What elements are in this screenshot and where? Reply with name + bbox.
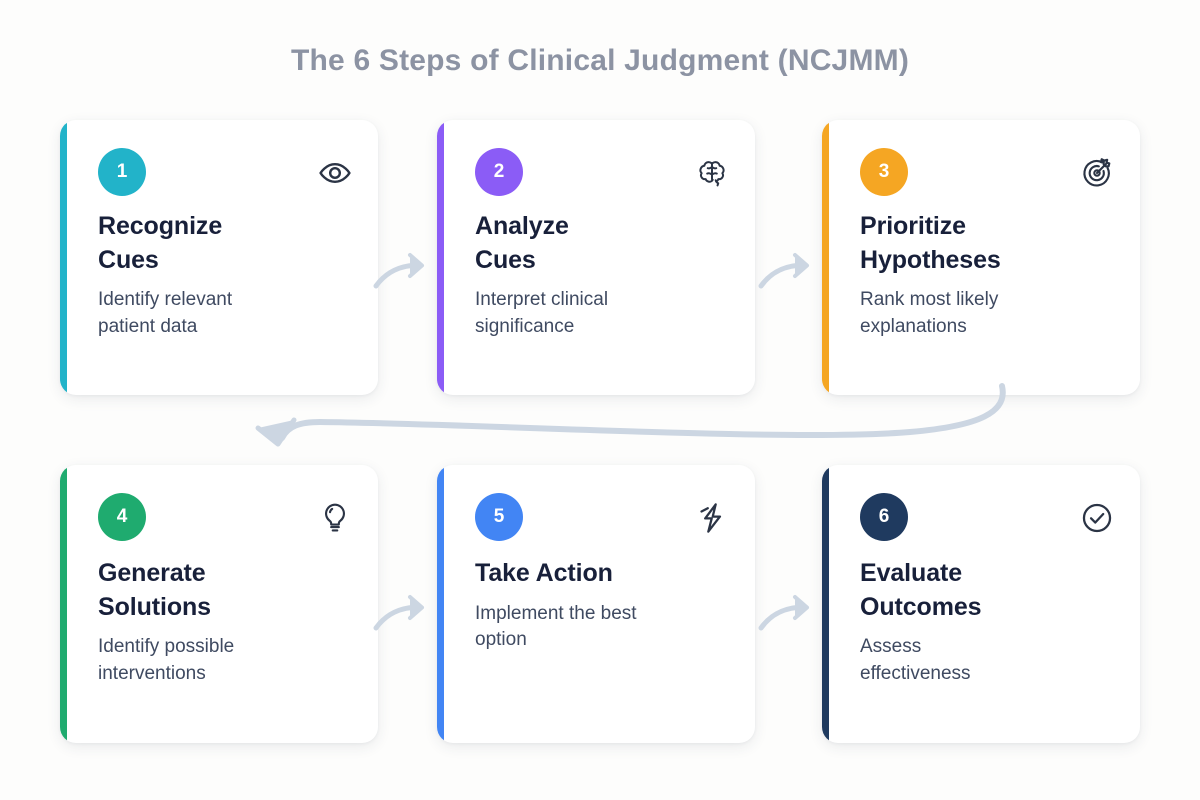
- step-number-badge-1: 1: [98, 148, 146, 196]
- step-accent-bar-3: [822, 120, 829, 395]
- step-card-2[interactable]: 2 Analyze Cues Interpret clinical signif…: [437, 120, 755, 395]
- lightning-bolt-icon: [695, 501, 729, 535]
- step-title-4: Generate Solutions: [98, 559, 211, 621]
- check-circle-icon: [1080, 501, 1114, 535]
- arrow-step1-to-step2-icon: [372, 248, 436, 296]
- step-accent-bar-6: [822, 465, 829, 743]
- step-title-6: Evaluate Outcomes: [860, 559, 982, 621]
- step-number-badge-4: 4: [98, 493, 146, 541]
- step-card-1[interactable]: 1 Recognize Cues Identify relevant patie…: [60, 120, 378, 395]
- step-number-badge-2: 2: [475, 148, 523, 196]
- arrow-step4-to-step5-icon: [372, 590, 436, 638]
- step-title-1: Recognize Cues: [98, 212, 223, 274]
- step-description-3: Rank most likely explanations: [860, 289, 999, 337]
- step-description-1: Identify relevant patient data: [98, 289, 233, 337]
- target-icon: [1080, 156, 1114, 190]
- step-number-badge-5: 5: [475, 493, 523, 541]
- step-description-5: Implement the best option: [475, 602, 637, 651]
- step-title-2: Analyze Cues: [475, 212, 569, 274]
- step-number-badge-6: 6: [860, 493, 908, 541]
- arrow-step2-to-step3-icon: [757, 248, 821, 296]
- step-card-3[interactable]: 3 Prioritize Hypotheses Rank most likely…: [822, 120, 1140, 395]
- arrow-step5-to-step6-icon: [757, 590, 821, 638]
- eye-icon: [318, 156, 352, 190]
- step-description-6: Assess effectiveness: [860, 636, 971, 684]
- step-accent-bar-2: [437, 120, 444, 395]
- step-title-5: Take Action: [475, 559, 613, 587]
- step-description-2: Interpret clinical significance: [475, 289, 609, 337]
- step-description-4: Identify possible interventions: [98, 636, 235, 684]
- page-title: The 6 Steps of Clinical Judgment (NCJMM): [290, 44, 910, 77]
- step-card-4[interactable]: 4 Generate Solutions Identify possible i…: [60, 465, 378, 743]
- lightbulb-icon: [318, 501, 352, 535]
- step-accent-bar-1: [60, 120, 67, 395]
- step-card-5[interactable]: 5 Take Action Implement the best option: [437, 465, 755, 743]
- step-card-6[interactable]: 6 Evaluate Outcomes Assess effectiveness: [822, 465, 1140, 743]
- step-accent-bar-4: [60, 465, 67, 743]
- step-title-3: Prioritize Hypotheses: [860, 212, 1001, 274]
- arrow-step3-to-step4-icon: [190, 382, 1020, 472]
- step-number-badge-3: 3: [860, 148, 908, 196]
- step-accent-bar-5: [437, 465, 444, 743]
- brain-icon: [695, 156, 729, 190]
- steps-grid: 1 Recognize Cues Identify relevant patie…: [60, 120, 1145, 743]
